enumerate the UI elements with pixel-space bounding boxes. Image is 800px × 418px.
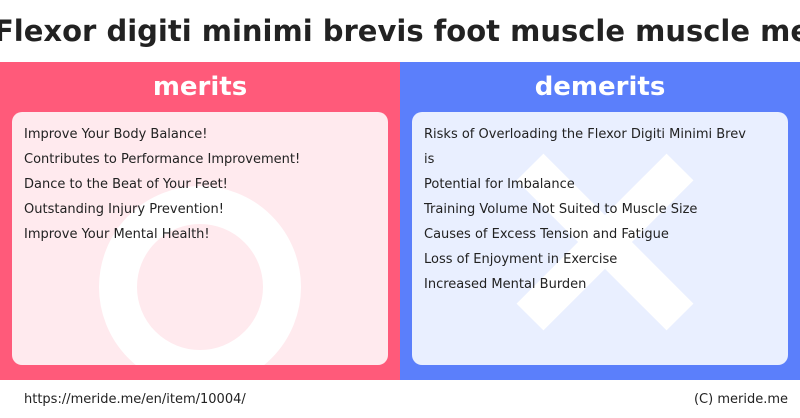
list-item: Training Volume Not Suited to Muscle Siz… bbox=[424, 202, 698, 217]
list-item: Improve Your Mental Health! bbox=[24, 227, 210, 242]
merits-heading: merits bbox=[152, 72, 248, 102]
list-item: Risks of Overloading the Flexor Digiti M… bbox=[424, 127, 746, 142]
demerits-panel: demerits Risks of Overloading the Flexor… bbox=[400, 62, 800, 380]
demerits-list: Risks of Overloading the Flexor Digiti M… bbox=[412, 112, 788, 297]
cross-icon bbox=[516, 153, 694, 331]
footer: https://meride.me/en/item/10004/ (C) mer… bbox=[0, 380, 800, 418]
page-title: Flexor digiti minimi brevis foot muscle … bbox=[0, 14, 800, 48]
source-url: https://meride.me/en/item/10004/ bbox=[24, 392, 246, 407]
merits-list: Improve Your Body Balance! Contributes t… bbox=[12, 112, 388, 247]
list-item: Increased Mental Burden bbox=[424, 277, 587, 292]
list-item: Causes of Excess Tension and Fatigue bbox=[424, 227, 669, 242]
copyright-text: (C) meride.me bbox=[693, 392, 788, 407]
list-item: Outstanding Injury Prevention! bbox=[24, 202, 224, 217]
merits-panel: merits Improve Your Body Balance! Contri… bbox=[0, 62, 400, 380]
demerits-heading: demerits bbox=[534, 72, 666, 102]
merits-card: Improve Your Body Balance! Contributes t… bbox=[12, 112, 388, 365]
list-item: is bbox=[424, 152, 435, 167]
list-item: Potential for Imbalance bbox=[424, 177, 575, 192]
list-item: Loss of Enjoyment in Exercise bbox=[424, 252, 618, 267]
demerits-card: Risks of Overloading the Flexor Digiti M… bbox=[412, 112, 788, 365]
list-item: Improve Your Body Balance! bbox=[24, 127, 208, 142]
circle-icon bbox=[99, 186, 301, 365]
list-item: Dance to the Beat of Your Feet! bbox=[24, 177, 228, 192]
list-item: Contributes to Performance Improvement! bbox=[24, 152, 301, 167]
